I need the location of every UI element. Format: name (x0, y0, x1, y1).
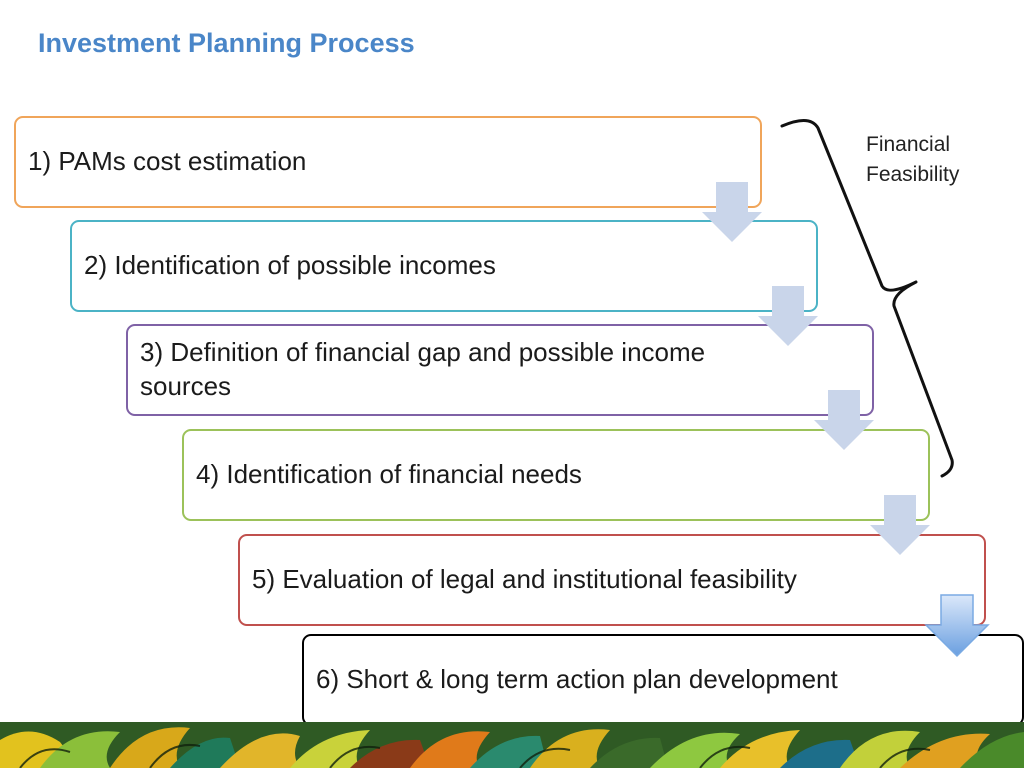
step-5-label: 5) Evaluation of legal and institutional… (252, 564, 797, 595)
financial-feasibility-label: Financial Feasibility (866, 130, 959, 191)
page-title: Investment Planning Process (38, 28, 415, 58)
brace-label-line-1: Financial (866, 133, 951, 156)
down-arrow-icon (924, 594, 990, 658)
step-6-label: 6) Short & long term action plan develop… (316, 664, 838, 695)
step-6-box: 6) Short & long term action plan develop… (302, 634, 1024, 726)
down-arrow-icon (702, 182, 762, 242)
curly-brace-icon (780, 119, 954, 478)
step-1-label: 1) PAMs cost estimation (28, 146, 307, 177)
step-3-box: 3) Definition of financial gap and possi… (126, 324, 874, 416)
step-1-box: 1) PAMs cost estimation (14, 116, 762, 208)
down-arrow-icon (814, 390, 874, 450)
step-2-label: 2) Identification of possible incomes (84, 250, 496, 281)
decorative-footer-image (0, 722, 1024, 768)
step-5-box: 5) Evaluation of legal and institutional… (238, 534, 986, 626)
step-4-label: 4) Identification of financial needs (196, 459, 582, 490)
step-3-label: 3) Definition of financial gap and possi… (140, 337, 706, 401)
step-2-box: 2) Identification of possible incomes (70, 220, 818, 312)
brace-label-line-2: Feasibility (866, 163, 960, 187)
step-4-box: 4) Identification of financial needs (182, 429, 930, 521)
down-arrow-icon (758, 286, 818, 346)
down-arrow-icon (870, 495, 930, 555)
